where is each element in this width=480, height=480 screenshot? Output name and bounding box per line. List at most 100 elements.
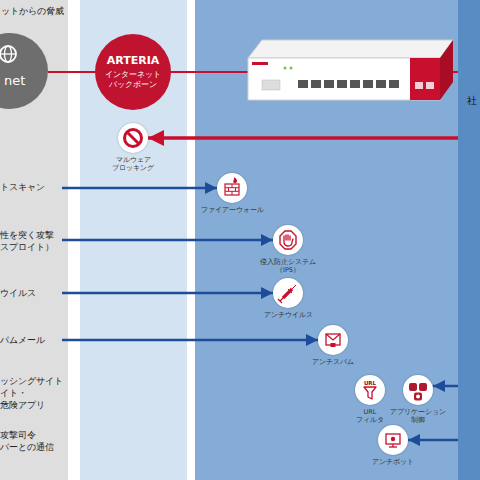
- node-label: net: [4, 73, 25, 88]
- appliance-port: [262, 80, 280, 90]
- function-label: ファイアーウォール: [201, 206, 263, 214]
- function-label: URL フィルタ: [355, 408, 385, 424]
- function-icon: アプリケーション 制御: [403, 375, 433, 405]
- threat-label: パムメール: [0, 334, 62, 347]
- icon-shape: [409, 383, 417, 391]
- icon-shape: [389, 446, 397, 447]
- brand-name: ARTERIA: [107, 54, 160, 67]
- function-label: アンチスパム: [303, 358, 363, 366]
- appliance-side: [440, 40, 453, 100]
- function-label: 侵入防止システム （IPS）: [258, 258, 318, 274]
- appliance-top: [248, 40, 453, 58]
- backbone-circle: ARTERIA インターネット バックボーン: [95, 34, 171, 110]
- internet-icon: [0, 33, 48, 109]
- icon-shape: [419, 383, 427, 391]
- function-icon: マルウェア ブロッキング: [118, 123, 148, 153]
- appliance-accent: [410, 58, 440, 100]
- icon-shape: [364, 387, 376, 399]
- icon-shape: [0, 53, 16, 54]
- threat-text: ウイルス: [0, 287, 62, 299]
- appliance-port: [389, 80, 399, 88]
- icon-shape: [283, 289, 292, 298]
- appliance-port: [426, 82, 434, 89]
- icon-text: URL: [355, 380, 385, 386]
- appliance-port: [363, 80, 373, 88]
- icon-shape: [0, 46, 16, 62]
- icon-shape: [127, 132, 139, 144]
- column-heading: ットからの脅威: [1, 5, 64, 18]
- appliance-port: [311, 80, 321, 88]
- internet-circle: net: [0, 33, 48, 109]
- threat-label: ウイルス: [0, 287, 62, 300]
- icon-shape: [228, 188, 229, 192]
- url-filter-icon: [355, 375, 385, 405]
- threat-arrow: [62, 339, 318, 342]
- appliance-port: [415, 82, 423, 89]
- antivirus-icon: [273, 278, 303, 308]
- icon-shape: [235, 188, 236, 192]
- function-icon: 侵入防止システム （IPS）: [273, 225, 303, 255]
- icon-shape: [233, 177, 237, 183]
- status-led: [284, 67, 287, 70]
- icon-shape: [331, 343, 336, 347]
- icon-shape: [232, 184, 233, 188]
- function-label: アンチボット: [365, 458, 421, 466]
- icon-shape: [391, 437, 395, 441]
- connector-group: [48, 72, 458, 440]
- node-label: 社: [467, 94, 477, 108]
- threat-arrow: [408, 439, 458, 442]
- appliance-port: [376, 80, 386, 88]
- threat-column: ットからの脅威 net トスキャン性を突く攻撃 スプロイト） ウイルスパムメールッシン…: [0, 0, 68, 480]
- threat-arrow: [62, 292, 273, 295]
- appliance-logo: [252, 62, 268, 65]
- icon-shape: [292, 285, 296, 289]
- threat-arrow: [62, 187, 217, 190]
- firewall-icon: [217, 173, 247, 203]
- threat-text: 性を突く攻撃 スプロイト）: [0, 229, 62, 253]
- icon-shape: [278, 299, 282, 303]
- threat-label: ッシングサイト イト・危険アプリ: [0, 375, 62, 400]
- status-led: [290, 67, 293, 70]
- threat-text: 攻撃司令 バーとの通信: [0, 429, 62, 453]
- backbone-band: [80, 0, 187, 480]
- threat-arrow: [433, 385, 458, 388]
- function-icon: アンチスパム: [318, 325, 348, 355]
- antibot-icon: [378, 425, 408, 455]
- threat-text: ッシングサイト イト・危険アプリ: [0, 375, 62, 411]
- ips-icon: [273, 225, 303, 255]
- function-label: アンチウイルス: [258, 311, 318, 319]
- function-icon: URLURL フィルタ: [355, 375, 385, 405]
- threat-flow-line: [148, 136, 458, 140]
- internal-network-band: 社: [458, 0, 480, 480]
- function-icon: アンチウイルス: [273, 278, 303, 308]
- appliance-port: [350, 80, 360, 88]
- threat-flow-line: [48, 71, 95, 73]
- threat-flow-line: [171, 71, 458, 73]
- icon-shape: [326, 334, 340, 340]
- function-icon: ファイアーウォール: [217, 173, 247, 203]
- icon-shape: [125, 130, 142, 147]
- icon-shape: [414, 393, 422, 401]
- node-label: インターネット バックボーン: [102, 70, 164, 90]
- icon-shape: [386, 434, 400, 444]
- icon-shape: [280, 231, 296, 249]
- appliance-port: [298, 80, 308, 88]
- icon-shape: [232, 191, 233, 195]
- threat-label: トスキャン: [0, 181, 62, 194]
- threat-label: 性を突く攻撃 スプロイト）: [0, 229, 62, 254]
- threat-label: 攻撃司令 バーとの通信: [0, 429, 62, 454]
- icon-shape: [416, 395, 420, 399]
- antispam-icon: [318, 325, 348, 355]
- utm-band: [195, 0, 458, 480]
- malware-block-icon: [118, 123, 148, 153]
- icon-shape: [288, 289, 292, 293]
- threat-text: トスキャン: [0, 181, 62, 193]
- appliance-port: [324, 80, 334, 88]
- appliance-front: [248, 58, 440, 100]
- threat-text: パムメール: [0, 334, 62, 346]
- function-label: アプリケーション 制御: [390, 408, 446, 424]
- icon-shape: [284, 235, 293, 246]
- function-label: マルウェア ブロッキング: [105, 156, 161, 172]
